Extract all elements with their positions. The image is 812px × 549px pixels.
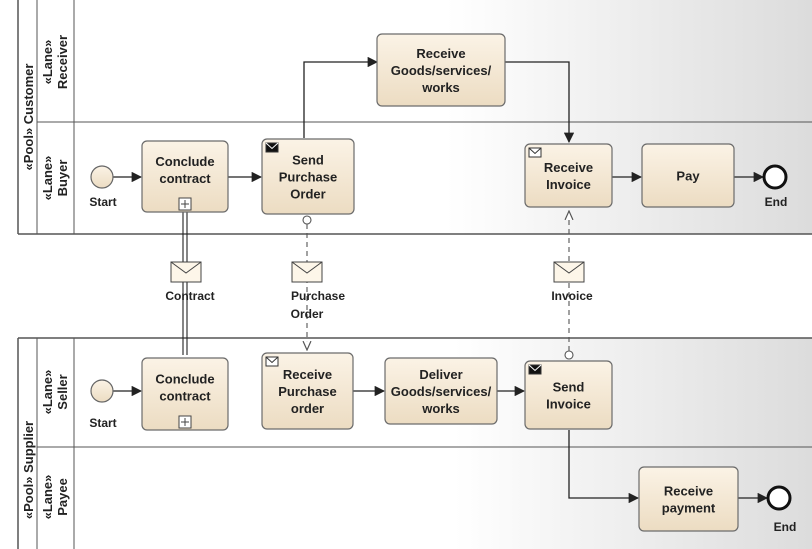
envelope-icon — [291, 261, 323, 283]
task-label-line: Invoice — [546, 177, 591, 192]
task-label-line: Purchase — [278, 384, 337, 399]
lane-receiver-stereotype: «Lane» — [40, 40, 55, 85]
envelope-icon — [553, 261, 585, 283]
subprocess-marker-icon — [178, 415, 192, 429]
message-contract: Contract — [165, 261, 215, 303]
message-po-label-line1: Purchase — [291, 289, 345, 303]
send-message-icon — [528, 364, 542, 375]
event-start-seller[interactable]: Start — [89, 379, 117, 430]
send-message-icon — [265, 142, 279, 153]
message-invoice-label: Invoice — [551, 289, 593, 303]
task-label-line: Goods/services/ — [391, 384, 492, 399]
task-label-line: works — [421, 401, 460, 416]
task-label-line: Invoice — [546, 397, 591, 412]
contract-association — [182, 212, 188, 355]
task-label-line: Send — [292, 153, 324, 168]
task-label-line: Receive — [416, 46, 465, 61]
flow-receive-goods-to-receive-invoice — [505, 61, 575, 144]
event-end-buyer-label: End — [765, 195, 788, 209]
task-label-line: Deliver — [419, 367, 462, 382]
task-label-line: payment — [662, 501, 716, 516]
task-label-line: Receive — [664, 484, 713, 499]
subprocess-marker-icon — [178, 197, 192, 211]
lane-buyer-label: Buyer — [55, 160, 70, 197]
task-label-line: order — [291, 401, 324, 416]
task-label-line: contract — [159, 389, 211, 404]
task-conclude-contract-buyer[interactable]: Conclude contract — [141, 140, 229, 213]
task-label-line: Order — [290, 187, 325, 202]
event-end-payee[interactable]: End — [766, 485, 797, 534]
task-label-line: Send — [553, 380, 585, 395]
event-start-buyer-label: Start — [89, 195, 116, 209]
task-receive-payment[interactable]: Receive payment — [638, 466, 739, 532]
task-label-line: Receive — [283, 367, 332, 382]
message-flow-invoice-origin — [564, 350, 574, 360]
task-label-line: Goods/services/ — [391, 63, 492, 78]
task-label-line: contract — [159, 171, 211, 186]
pool-customer-label: «Pool» Customer — [21, 64, 36, 171]
task-label-line: Conclude — [155, 372, 214, 387]
flow-send-invoice-to-receive-payment — [568, 430, 640, 504]
lane-payee-stereotype: «Lane» — [40, 475, 55, 520]
message-flow-po-origin — [302, 215, 312, 225]
sequence-flows — [113, 56, 769, 504]
message-flows — [302, 211, 574, 360]
message-invoice: Invoice — [551, 261, 593, 303]
task-label-line: works — [421, 80, 460, 95]
receive-message-icon — [265, 356, 279, 367]
task-label-line: Receive — [544, 160, 593, 175]
receive-message-icon — [528, 147, 542, 158]
pool-supplier-label: «Pool» Supplier — [21, 421, 36, 519]
event-start-seller-label: Start — [89, 416, 116, 430]
task-label-line: Pay — [676, 169, 700, 184]
message-purchase-order: Purchase Order — [291, 261, 345, 321]
message-po-label-line2: Order — [291, 307, 324, 321]
event-end-buyer[interactable]: End — [762, 164, 788, 209]
lane-seller-stereotype: «Lane» — [40, 370, 55, 415]
lane-seller-label: Seller — [55, 374, 70, 409]
lane-payee-label: Payee — [55, 478, 70, 516]
lane-receiver-label: Receiver — [55, 35, 70, 89]
task-conclude-contract-seller[interactable]: Conclude contract — [141, 357, 229, 431]
lane-buyer-stereotype: «Lane» — [40, 156, 55, 201]
event-start-buyer[interactable]: Start — [89, 165, 117, 209]
event-end-payee-label: End — [774, 520, 797, 534]
task-label-line: Conclude — [155, 154, 214, 169]
envelope-icon — [170, 261, 202, 283]
flow-send-po-to-receive-goods — [303, 56, 379, 138]
task-label-line: Purchase — [279, 170, 338, 185]
message-contract-label: Contract — [165, 289, 214, 303]
tasks-layer: ReceiveGoods/services/worksConcludecontr… — [141, 33, 739, 532]
task-pay[interactable]: Pay — [641, 143, 735, 208]
